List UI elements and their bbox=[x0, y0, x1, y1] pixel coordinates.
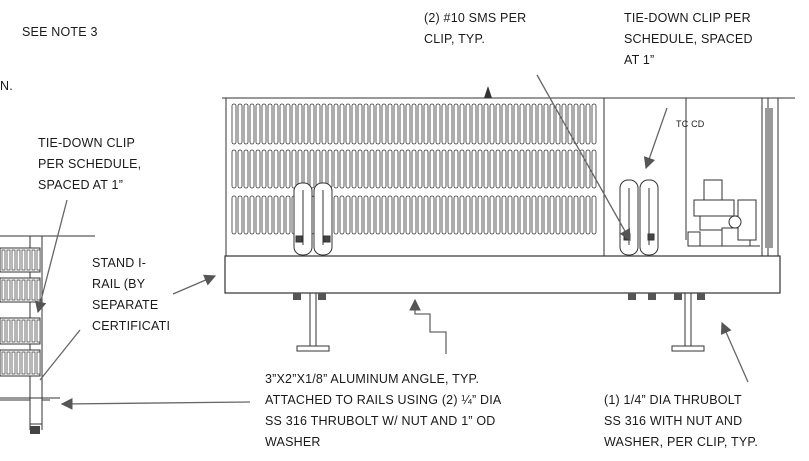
leader-lines bbox=[34, 74, 749, 410]
aluminum-angle-note: 3”X2”X1/8” ALUMINUM ANGLE, TYP. ATTACHED… bbox=[265, 372, 502, 449]
thrubolts bbox=[293, 293, 705, 300]
tie-down-clip-left bbox=[293, 182, 333, 256]
thrubolt-note: (1) 1/4” DIA THRUBOLT SS 316 WITH NUT AN… bbox=[604, 393, 758, 449]
stand-rail-callout: STAND I- RAIL (BY SEPARATE CERTIFICATI bbox=[92, 256, 171, 333]
cut-off-text: N. bbox=[0, 79, 13, 93]
left-coil-fins bbox=[1, 249, 41, 375]
unit-label: TC CD bbox=[676, 119, 705, 129]
aluminum-angle-rail bbox=[224, 255, 781, 294]
sms-callout: (2) #10 SMS PER CLIP, TYP. bbox=[424, 11, 527, 46]
condenser-coil-fins bbox=[231, 103, 597, 235]
stand-rail-legs bbox=[296, 293, 705, 352]
piping-assembly bbox=[685, 98, 760, 247]
tie-down-clip-callout-left: TIE-DOWN CLIP PER SCHEDULE, SPACED AT 1” bbox=[38, 136, 142, 192]
tie-down-clip-right bbox=[619, 179, 659, 256]
see-note-label: SEE NOTE 3 bbox=[22, 25, 98, 39]
tie-down-clip-callout-right: TIE-DOWN CLIP PER SCHEDULE, SPACED AT 1” bbox=[624, 11, 753, 67]
